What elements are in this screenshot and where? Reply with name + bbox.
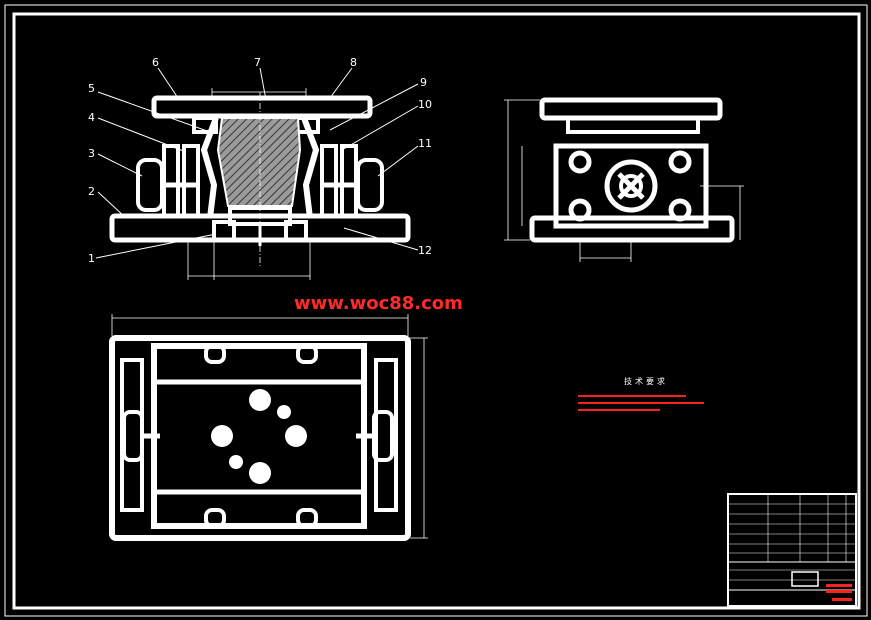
part-labels: 1 2 3 4 5 6 7 8 9 10 11 12 <box>88 56 432 265</box>
part-label-7: 7 <box>254 56 261 69</box>
tech-requirements-title: 技术要求 <box>624 376 668 386</box>
hatched-core <box>216 117 302 207</box>
front-section-view <box>109 95 411 246</box>
side-view-dimensions <box>504 99 744 262</box>
title-block <box>727 493 857 607</box>
part-label-2: 2 <box>88 185 95 198</box>
side-view <box>529 97 735 243</box>
drawing-frame <box>4 4 868 617</box>
top-view-dimensions <box>111 314 428 539</box>
title-block-red-marks <box>826 584 852 601</box>
leader-lines <box>95 67 419 259</box>
part-label-12: 12 <box>418 244 432 257</box>
top-view <box>109 335 411 541</box>
front-view-dimensions <box>187 88 311 280</box>
top-view-holes <box>211 389 307 484</box>
watermark: www.woc88.com <box>294 293 463 314</box>
part-label-4: 4 <box>88 111 95 124</box>
part-label-10: 10 <box>418 98 432 111</box>
part-label-9: 9 <box>420 76 427 89</box>
part-label-5: 5 <box>88 82 95 95</box>
part-label-8: 8 <box>350 56 357 69</box>
part-label-11: 11 <box>418 137 432 150</box>
tech-requirements-notes <box>578 395 704 411</box>
part-label-1: 1 <box>88 252 95 265</box>
part-label-6: 6 <box>152 56 159 69</box>
part-label-3: 3 <box>88 147 95 160</box>
